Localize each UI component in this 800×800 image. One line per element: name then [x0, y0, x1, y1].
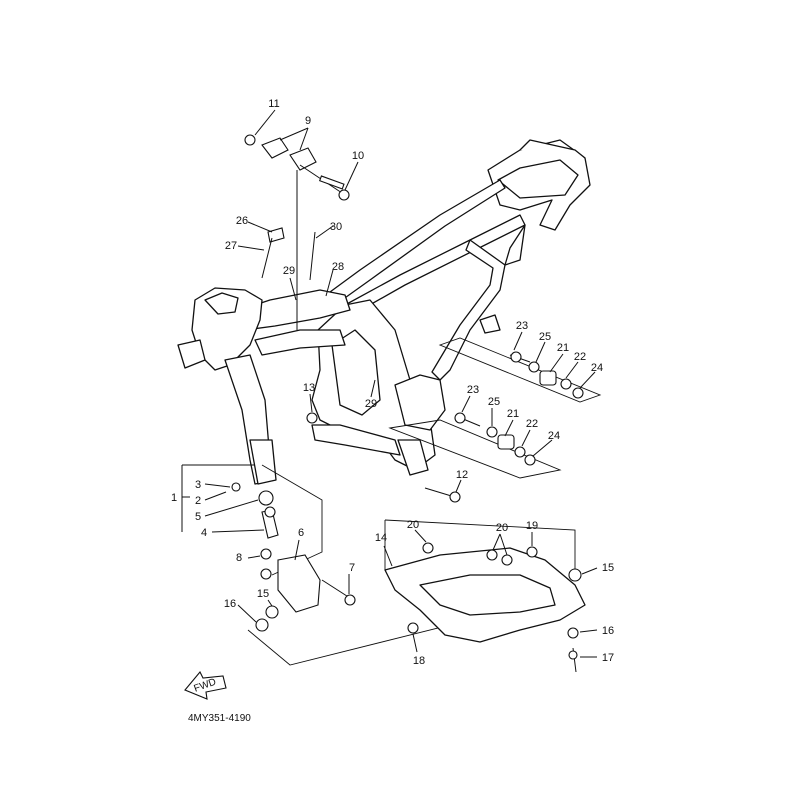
callout-30: 30: [330, 221, 342, 233]
callout-22b: 22: [526, 418, 538, 430]
callout-5: 5: [195, 511, 201, 523]
callout-3: 3: [195, 479, 201, 491]
callout-28: 28: [332, 261, 344, 273]
callout-22a: 22: [574, 351, 586, 363]
callout-numbers: 11 9 10 26 30 27 28 29 23 25 21 22 24 13…: [171, 98, 614, 667]
top-bracket-parts: [244, 134, 350, 330]
main-frame: [177, 139, 591, 485]
callout-20a: 20: [407, 519, 419, 531]
callout-15a: 15: [257, 588, 269, 600]
callout-13: 13: [303, 382, 315, 394]
leader-lines: [181, 109, 598, 658]
skid-plate: [384, 519, 586, 673]
callout-19: 19: [526, 520, 538, 532]
diagram-code: 4MY351-4190: [188, 713, 251, 724]
callout-15b: 15: [602, 562, 614, 574]
callout-10: 10: [352, 150, 364, 162]
callout-7: 7: [349, 562, 355, 574]
callout-24a: 24: [591, 362, 603, 374]
callout-25b: 25: [488, 396, 500, 408]
callout-9: 9: [305, 115, 311, 127]
callout-23b: 23: [467, 384, 479, 396]
callout-16b: 16: [602, 625, 614, 637]
callout-8: 8: [236, 552, 242, 564]
callout-11: 11: [268, 98, 279, 110]
callout-14: 14: [375, 532, 387, 544]
callout-21b: 21: [507, 408, 519, 420]
callout-16a: 16: [224, 598, 236, 610]
callout-26: 26: [236, 215, 248, 227]
callout-12: 12: [456, 469, 468, 481]
callout-23a: 23: [516, 320, 528, 332]
callout-6: 6: [298, 527, 304, 539]
callout-25a: 25: [539, 331, 551, 343]
callout-2: 2: [195, 495, 201, 507]
engine-mount-parts: [306, 337, 602, 503]
callout-4: 4: [201, 527, 207, 539]
callout-29a: 29: [283, 265, 295, 277]
callout-17: 17: [602, 652, 614, 664]
callout-20b: 20: [496, 522, 508, 534]
callout-29b: 29: [365, 398, 377, 410]
callout-1: 1: [171, 492, 177, 504]
callout-24b: 24: [548, 430, 560, 442]
callout-27: 27: [225, 240, 237, 252]
callout-18: 18: [413, 655, 425, 667]
fwd-arrow-icon: FWD: [184, 671, 227, 700]
callout-21a: 21: [557, 342, 569, 354]
